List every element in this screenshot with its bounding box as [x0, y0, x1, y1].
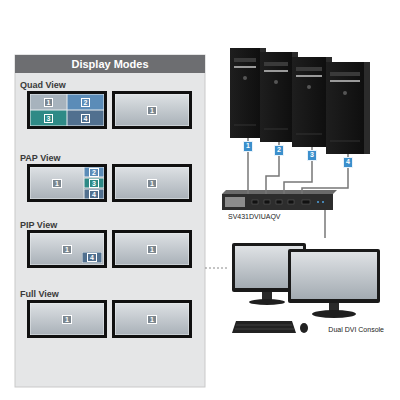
screen-number: 1 [52, 179, 62, 188]
screen-number: 1 [147, 179, 157, 188]
computer-towers [230, 48, 370, 154]
panel-heading: Display Modes [15, 55, 205, 73]
video-cable [302, 168, 348, 195]
dvi-console: Dual DVI Console [228, 238, 388, 342]
panel-background [15, 55, 205, 387]
console-monitors [232, 243, 380, 318]
console-label: Dual DVI Console [328, 326, 384, 334]
port-tag: 4 [343, 157, 353, 168]
tower-cables [248, 138, 348, 157]
dotted-leader [205, 268, 228, 269]
video-cable [324, 210, 326, 238]
keyboard-mouse [232, 321, 308, 333]
screen-tile: 1 [115, 167, 189, 199]
screen-tile: 4 [84, 189, 104, 199]
port-tag: 3 [307, 150, 317, 161]
screen-number: 2 [89, 168, 99, 177]
screen-number: 2 [81, 98, 91, 107]
mode-title: Quad View [20, 80, 66, 91]
screen-tile: 2 [84, 167, 104, 177]
mode-title: PIP View [20, 220, 57, 231]
video-cable [266, 156, 279, 195]
model-label: SV431DVIUAQV [228, 213, 281, 221]
port-number: 2 [277, 146, 281, 154]
screen-number: 1 [62, 315, 72, 324]
screen-number: 4 [81, 114, 91, 123]
screen-number: 3 [44, 114, 54, 123]
monitor-frames [27, 91, 192, 338]
screen-number: 4 [89, 190, 99, 199]
port-number: 1 [246, 142, 250, 150]
screen-tile: 1 [115, 94, 189, 126]
screen-tile: 1 [30, 94, 67, 110]
screen-number: 1 [147, 106, 157, 115]
screen-number: 1 [44, 98, 54, 107]
kvm-switch: SV431DVIUAQV [222, 194, 333, 210]
port-number: 4 [346, 158, 350, 166]
video-cable [247, 152, 249, 195]
port-number: 3 [310, 151, 314, 159]
screen-tile: 1 [115, 233, 189, 265]
screen-tile: 1 [30, 167, 84, 199]
screen-tile: 1 [115, 303, 189, 335]
video-cable [284, 161, 312, 195]
screen-tile: 4 [67, 110, 104, 126]
screen-number: 3 [89, 179, 99, 188]
screen-number: 1 [147, 315, 157, 324]
display-modes-panel: Display ModesQuad ViewPAP ViewPIP ViewFu… [15, 55, 205, 387]
port-tag: 2 [274, 145, 284, 156]
mode-title: PAP View [20, 153, 61, 164]
screen-tile: 3 [30, 110, 67, 126]
screen-tile: 2 [67, 94, 104, 110]
kvm-switch-body [222, 190, 337, 210]
port-tag: 1 [243, 141, 253, 152]
screen-tile: 3 [84, 178, 104, 188]
screen-number: 4 [87, 253, 97, 262]
screen-tile: 14 [30, 233, 104, 265]
mode-title: Full View [20, 289, 59, 300]
screen-tile: 1 [30, 303, 104, 335]
screen-number: 1 [62, 245, 72, 254]
screen-tile: 4 [82, 252, 102, 263]
screen-number: 1 [147, 245, 157, 254]
